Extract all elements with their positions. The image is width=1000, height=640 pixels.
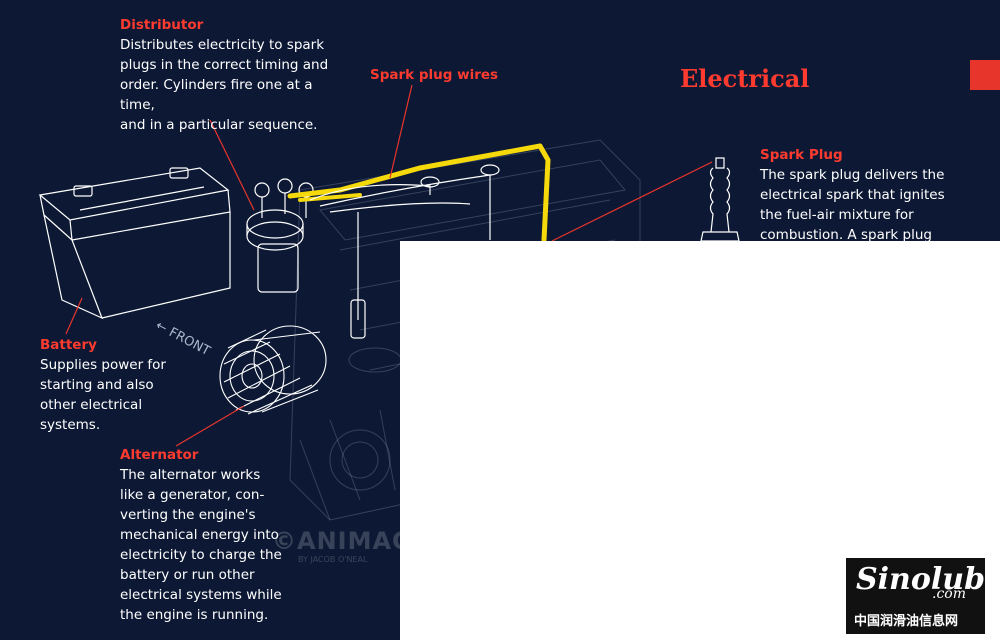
distributor-desc-line: Distributes electricity to spark (120, 37, 325, 53)
spark-plug-desc-line: combustion. A spark plug (760, 227, 932, 243)
watermark-credit: BY JACOB O'NEAL (298, 555, 368, 564)
watermark: ©ANIMAG (272, 527, 413, 555)
section-heading: Electrical (680, 64, 810, 93)
spark-plug-wires-title: Spark plug wires (370, 67, 499, 83)
spark-plug-label: Spark Plug The spark plug delivers the e… (760, 145, 970, 245)
distributor-label: Distributor Distributes electricity to s… (120, 15, 340, 135)
alternator-desc-line: The alternator works (120, 467, 261, 483)
spark-plug-desc-line: the fuel-air mixture for (760, 207, 914, 223)
battery-desc-line: starting and also (40, 377, 154, 393)
spark-plug-desc-line: The spark plug delivers the (760, 167, 945, 183)
battery-title: Battery (40, 337, 97, 353)
logo-chinese-name: 中国润滑油信息网 (854, 614, 959, 629)
alternator-leader (175, 405, 245, 447)
alternator-desc-line: electrical systems while (120, 587, 282, 603)
spark-plug-wires-leader (389, 84, 413, 179)
alternator-desc-line: battery or run other (120, 567, 255, 583)
alternator-desc-line: like a generator, con- (120, 487, 265, 503)
logo-domain: .com (932, 586, 966, 602)
distributor-desc-line: and in a particular sequence. (120, 117, 318, 133)
alternator-desc-line: verting the engine's (120, 507, 256, 523)
alternator-drawing (219, 325, 327, 415)
battery-desc-line: systems. (40, 417, 101, 433)
distributor-drawing (246, 178, 314, 293)
distributor-leader (209, 119, 255, 211)
alternator-desc-line: mechanical energy into (120, 527, 279, 543)
alternator-desc-line: the engine is running. (120, 607, 269, 623)
logo-brand: Sinolub (856, 562, 986, 597)
battery-desc-line: Supplies power for (40, 357, 166, 373)
distributor-desc-line: order. Cylinders fire one at a time, (120, 77, 313, 113)
distributor-desc-line: plugs in the correct timing and (120, 57, 329, 73)
alternator-label: Alternator The alternator works like a g… (120, 445, 300, 625)
battery-desc-line: other electrical (40, 397, 143, 413)
spark-plug-drawing (700, 157, 740, 242)
leader-lines (65, 84, 713, 447)
battery-label: Battery Supplies power for starting and … (40, 335, 190, 435)
sinolub-logo[interactable]: Sinolub .com 中国润滑油信息网 (846, 558, 985, 634)
spark-plug-wires-drawing (287, 143, 551, 243)
alternator-title: Alternator (120, 447, 199, 463)
spark-plug-desc-line: electrical spark that ignites (760, 187, 945, 203)
section-tab-marker[interactable] (970, 60, 1000, 90)
battery-drawing (38, 167, 231, 320)
spark-plug-title: Spark Plug (760, 147, 843, 163)
alternator-desc-line: electricity to charge the (120, 547, 282, 563)
spark-plug-wires-label: Spark plug wires (370, 65, 530, 85)
battery-leader (65, 297, 83, 335)
ignition-wires-drawing (309, 164, 500, 339)
spark-plug-leader (551, 161, 713, 242)
distributor-title: Distributor (120, 17, 204, 33)
